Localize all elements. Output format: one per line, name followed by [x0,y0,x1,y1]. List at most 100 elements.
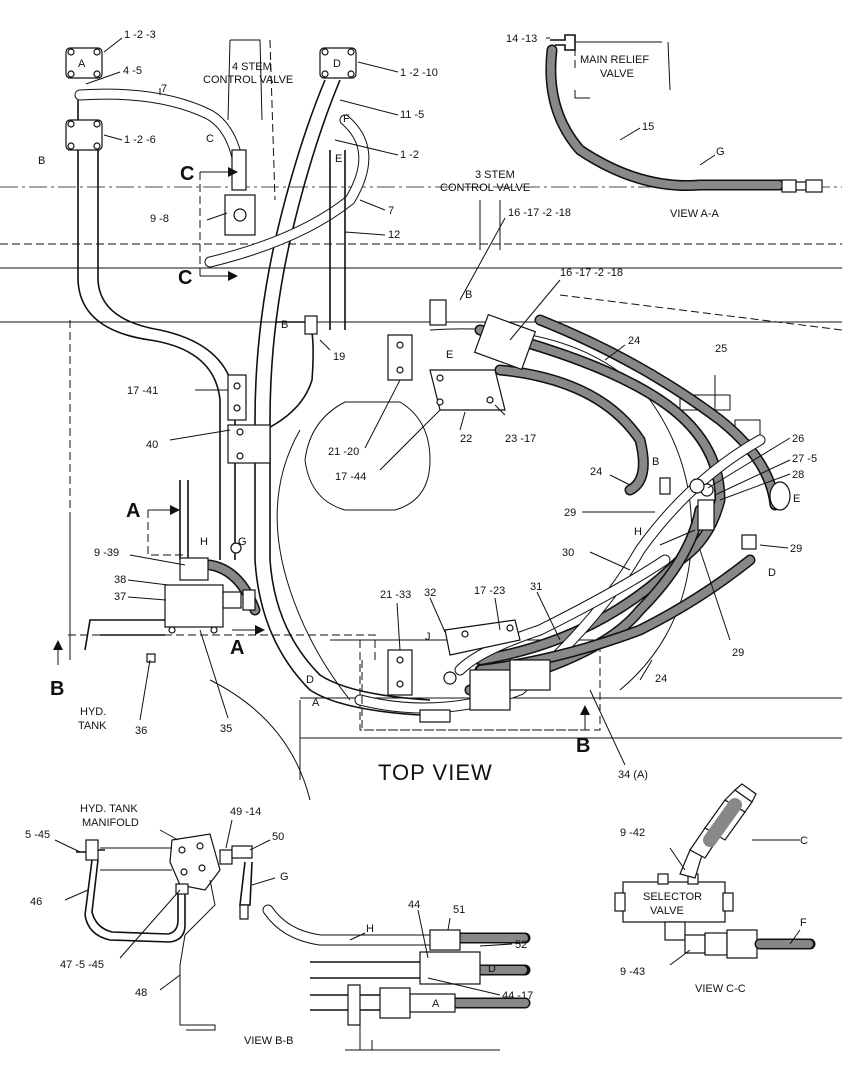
hose-letters: A B C D E F B B E B E D H H G J D A [38,58,800,709]
bb-letter-G: G [280,871,289,883]
cc-label-9-43: 9 -43 [620,966,645,978]
section-A-left: A [126,500,140,522]
label-29a: 29 [564,507,576,519]
label-32: 32 [424,587,436,599]
label-23-17: 23 -17 [505,433,536,445]
section-B-left: B [50,678,64,700]
label-7a: 7 [161,83,167,95]
label-7b: 7 [388,205,394,217]
aa-label-14-13: 14 -13 [506,33,537,45]
bb-leaders [54,819,366,991]
label-19: 19 [333,351,345,363]
bb-label-5-45: 5 -45 [25,829,50,841]
section-letters: C C A A B B [50,163,590,757]
label-27-5: 27 -5 [792,453,817,465]
main-notes: 4 STEM CONTROL VALVE 3 STEM CONTROL VALV… [78,61,530,785]
label-24a: 24 [628,335,640,347]
fittings [65,47,791,723]
label-34-a: 34 (A) [618,769,648,781]
note-4-stem: 4 STEM [232,61,272,73]
bb-manifold-1: HYD. TANK [80,803,138,815]
view-aa [545,34,823,193]
label-36: 36 [135,725,147,737]
bb-label-44: 44 [408,899,420,911]
letter-D3: D [306,674,314,686]
label-26: 26 [792,433,804,445]
bb-label-44-17: 44 -17 [502,990,533,1002]
view-cc-title: VIEW C-C [695,983,746,995]
label-11-5: 11 -5 [400,109,424,121]
letter-E1: E [335,153,342,165]
letter-B1: B [38,155,45,167]
note-hyd: HYD. [80,706,106,718]
label-17-23: 17 -23 [474,585,505,597]
section-C-bot: C [178,267,192,289]
aa-label-15: 15 [642,121,654,133]
top-view-title: TOP VIEW [378,760,493,785]
frame-lines [0,39,842,801]
main-labels: 1 -2 -3 4 -5 7 1 -2 -6 1 -2 -10 11 -5 1 … [94,29,817,781]
letter-D1: D [333,58,341,70]
bb-label-51: 51 [453,904,465,916]
aa-letter-G: G [716,146,725,158]
note-3-stem-b: CONTROL VALVE [440,182,530,194]
hose-routing [74,79,781,716]
label-40: 40 [146,439,158,451]
letter-G1: G [238,536,247,548]
letter-B2: B [281,319,288,331]
label-24c: 24 [655,673,667,685]
label-35: 35 [220,723,232,735]
view-aa-title: VIEW A-A [670,208,720,220]
letter-C1: C [206,133,214,145]
label-30: 30 [562,547,574,559]
bb-letter-A: A [432,998,440,1010]
label-9-8: 9 -8 [150,213,169,225]
label-31: 31 [530,581,542,593]
leader-lines [85,37,791,766]
section-C-top: C [180,163,194,185]
label-37: 37 [114,591,126,603]
view-cc-labels: 9 -42 C SELECTOR VALVE F 9 -43 VIEW C-C [620,827,808,995]
view-bb-title: VIEW B-B [244,1035,294,1047]
label-21-20: 21 -20 [328,446,359,458]
note-tank: TANK [78,720,107,732]
letter-H1: H [634,526,642,538]
label-12: 12 [388,229,400,241]
view-bb [76,833,531,1051]
section-frames [68,172,586,731]
section-A-right: A [230,637,244,659]
label-22: 22 [460,433,472,445]
letter-J1: J [425,631,431,643]
section-arrows [53,167,590,730]
bb-label-49-14: 49 -14 [230,806,261,818]
view-cc [614,783,816,966]
label-1-2-6: 1 -2 -6 [124,134,156,146]
view-bb-labels: HYD. TANK MANIFOLD 5 -45 46 47 -5 -45 48… [25,803,533,1047]
letter-D2: D [768,567,776,579]
note-3-stem: 3 STEM [475,169,515,181]
bb-label-52: 52 [515,939,527,951]
label-17-41: 17 -41 [127,385,158,397]
bb-label-46: 46 [30,896,42,908]
bb-label-47-5-45: 47 -5 -45 [60,959,104,971]
label-16-17-2-18-b: 16 -17 -2 -18 [560,267,623,279]
cc-letter-C: C [800,835,808,847]
letter-H2: H [200,536,208,548]
label-16-17-2-18-a: 16 -17 -2 -18 [508,207,571,219]
label-28: 28 [792,469,804,481]
letter-E2: E [446,349,453,361]
label-17-44: 17 -44 [335,471,366,483]
bb-letter-D: D [488,963,496,975]
label-25: 25 [715,343,727,355]
label-1-2-3: 1 -2 -3 [124,29,156,41]
label-24b: 24 [590,466,602,478]
letter-B4: B [652,456,659,468]
view-aa-labels: 14 -13 15 G MAIN RELIEF VALVE VIEW A-A [506,33,725,220]
bb-letter-H: H [366,923,374,935]
label-1-2-10: 1 -2 -10 [400,67,438,79]
letter-F1: F [343,113,350,125]
cc-valve: VALVE [650,905,684,917]
letter-A2: A [312,697,320,709]
